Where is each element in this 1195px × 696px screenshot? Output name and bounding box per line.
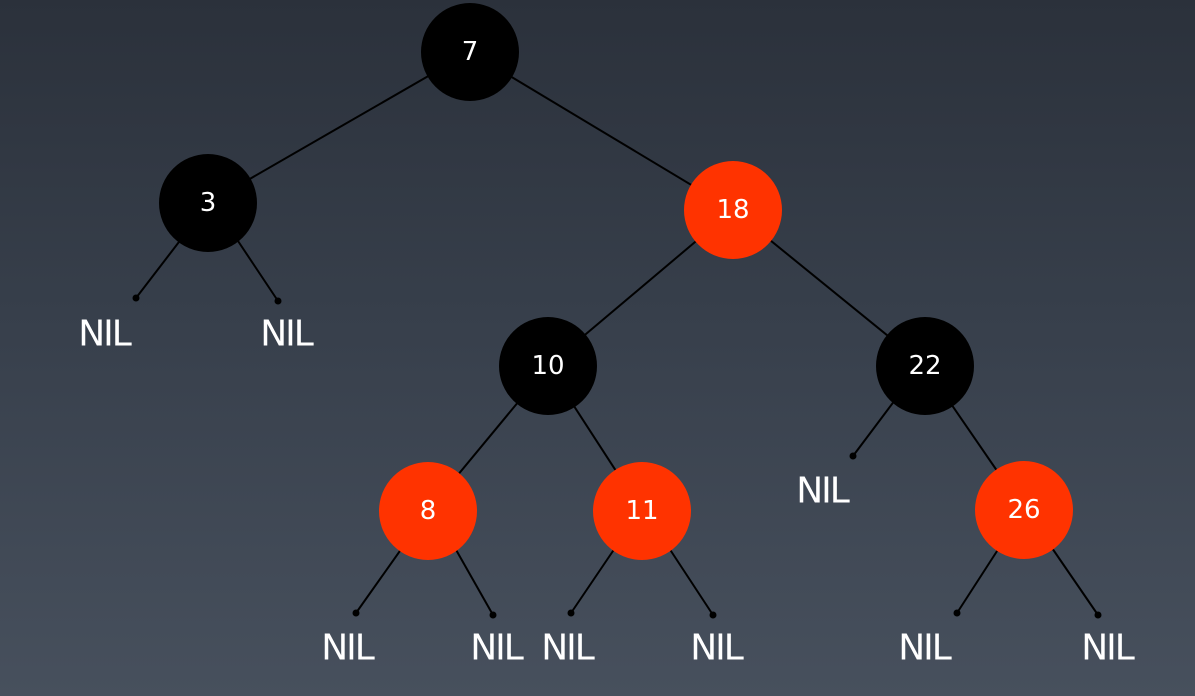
nil-label: NIL bbox=[898, 628, 952, 669]
edge-8-nil-left bbox=[355, 547, 403, 614]
node-label-22: 22 bbox=[908, 351, 941, 381]
tree-edges bbox=[207, 51, 1025, 512]
edge-11-nil-right bbox=[668, 547, 714, 616]
nil-label: NIL bbox=[796, 471, 850, 512]
tree-nodes: 7 3 18 10 22 8 bbox=[159, 3, 1073, 560]
nil-tip-dot bbox=[849, 452, 857, 460]
nil-label: NIL bbox=[470, 628, 524, 669]
node-label-10: 10 bbox=[531, 351, 564, 381]
node-label-8: 8 bbox=[420, 496, 437, 526]
edge-26-nil-right bbox=[1051, 547, 1099, 616]
edge-7-18 bbox=[469, 51, 734, 211]
tree-node-18: 18 bbox=[684, 161, 782, 259]
nil-label: NIL bbox=[321, 628, 375, 669]
edge-7-3 bbox=[207, 51, 471, 204]
nil-tip-dot bbox=[274, 297, 282, 305]
nil-edges bbox=[132, 237, 1102, 619]
tree-node-26: 26 bbox=[975, 461, 1073, 559]
edge-3-nil-left bbox=[135, 237, 183, 299]
tree-node-11: 11 bbox=[593, 462, 691, 560]
nil-label: NIL bbox=[541, 628, 595, 669]
node-label-26: 26 bbox=[1007, 495, 1040, 525]
node-label-18: 18 bbox=[716, 195, 749, 225]
tree-node-3: 3 bbox=[159, 154, 257, 252]
nil-tip-dot bbox=[953, 609, 961, 617]
nil-tip-dot bbox=[132, 294, 140, 302]
nil-tip-dot bbox=[1094, 611, 1102, 619]
nil-tip-dot bbox=[567, 609, 575, 617]
node-label-11: 11 bbox=[625, 496, 658, 526]
nil-label: NIL bbox=[260, 314, 314, 355]
node-circle-7 bbox=[421, 3, 519, 101]
node-label-7: 7 bbox=[462, 37, 479, 67]
node-circle-11 bbox=[593, 462, 691, 560]
nil-label: NIL bbox=[690, 628, 744, 669]
node-circle-10 bbox=[499, 317, 597, 415]
tree-node-7: 7 bbox=[421, 3, 519, 101]
nil-tip-dot bbox=[709, 611, 717, 619]
tree-node-8: 8 bbox=[379, 462, 477, 560]
nil-labels: NIL NIL NIL NIL NIL NIL NIL NIL NIL bbox=[78, 314, 1137, 669]
edge-11-nil-left bbox=[570, 547, 616, 614]
nil-label: NIL bbox=[78, 314, 132, 355]
tree-node-10: 10 bbox=[499, 317, 597, 415]
node-circle-8 bbox=[379, 462, 477, 560]
edge-22-nil-left bbox=[852, 399, 896, 457]
nil-tip-dot bbox=[352, 609, 360, 617]
node-circle-18 bbox=[684, 161, 782, 259]
nil-label: NIL bbox=[1081, 628, 1135, 669]
node-label-3: 3 bbox=[200, 188, 217, 218]
edge-3-nil-right bbox=[235, 237, 279, 302]
node-circle-22 bbox=[876, 317, 974, 415]
edge-8-nil-right bbox=[454, 547, 494, 616]
nil-tip-dot bbox=[489, 611, 497, 619]
node-circle-26 bbox=[975, 461, 1073, 559]
node-circle-3 bbox=[159, 154, 257, 252]
tree-node-22: 22 bbox=[876, 317, 974, 415]
edge-26-nil-left bbox=[956, 547, 1000, 614]
